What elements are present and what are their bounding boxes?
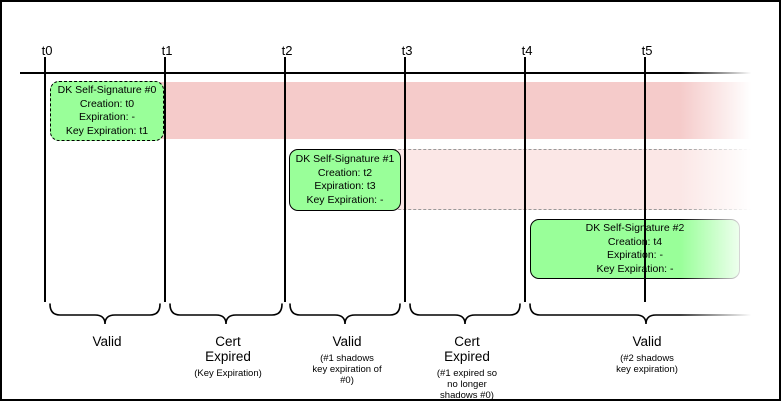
brace-segment-1 xyxy=(169,303,283,325)
tick-label-t1: t1 xyxy=(161,43,173,58)
signature-2-creation: Creation: t4 xyxy=(607,235,663,248)
tick-line-t4 xyxy=(524,57,526,302)
signature-box-0: DK Self-Signature #0 Creation: t0 Expira… xyxy=(50,81,164,141)
tick-line-t5 xyxy=(644,57,646,302)
time-axis xyxy=(20,72,764,74)
segment-label-cert-expired-2: Cert Expired (#1 expired so no longer sh… xyxy=(397,334,537,401)
segment-label-cert-expired-1: Cert Expired (Key Expiration) xyxy=(158,334,298,379)
tick-label-t5: t5 xyxy=(641,43,653,58)
segment-1-label-line-1: Cert xyxy=(215,334,241,349)
tick-line-t2 xyxy=(284,57,286,302)
segment-3-note-line-2: no longer xyxy=(447,379,487,390)
segment-label-valid-1: Valid xyxy=(37,334,177,349)
segment-4-note-line-1: (#2 shadows xyxy=(620,353,674,364)
segment-1-note: (Key Expiration) xyxy=(194,368,262,379)
signature-2-key-expiration: Key Expiration: - xyxy=(596,262,674,275)
tick-label-t2: t2 xyxy=(281,43,293,58)
segment-2-note-line-2: key expiration of xyxy=(312,364,382,375)
tick-line-t3 xyxy=(404,57,406,302)
segment-4-note-line-2: key expiration) xyxy=(616,364,678,375)
signature-1-expiration: Expiration: t3 xyxy=(314,180,376,192)
signature-1-title: DK Self-Signature #1 xyxy=(295,153,395,165)
tick-label-t3: t3 xyxy=(401,43,413,58)
segment-label-valid-3: Valid (#2 shadows key expiration) xyxy=(577,334,717,375)
segment-2-note-line-3: #0) xyxy=(340,375,354,386)
signature-1-creation: Creation: t2 xyxy=(317,166,373,179)
signature-box-2: DK Self-Signature #2 Creation: t4 Expira… xyxy=(530,219,740,279)
tick-label-t4: t4 xyxy=(521,43,533,58)
brace-segment-2 xyxy=(289,303,401,325)
signature-0-expiration: Expiration: - xyxy=(78,111,136,123)
segment-1-label-line-2: Expired xyxy=(205,349,251,364)
signature-2-expiration: Expiration: - xyxy=(606,249,664,261)
signature-0-key-expiration: Key Expiration: t1 xyxy=(65,124,149,137)
tick-line-t0 xyxy=(44,57,46,302)
segment-3-label-line-2: Expired xyxy=(444,349,490,364)
brace-segment-3 xyxy=(409,303,521,325)
tick-line-t1 xyxy=(164,57,166,302)
brace-segment-0 xyxy=(49,303,161,325)
signature-2-title: DK Self-Signature #2 xyxy=(585,222,685,234)
signature-box-1: DK Self-Signature #1 Creation: t2 Expira… xyxy=(289,149,401,211)
signature-0-creation: Creation: t0 xyxy=(79,97,135,110)
brace-segment-4 xyxy=(529,303,763,325)
segment-2-note-line-1: (#1 shadows xyxy=(320,353,374,364)
segment-3-label-line-1: Cert xyxy=(454,334,480,349)
segment-2-label: Valid xyxy=(332,334,362,349)
segment-3-note-line-1: (#1 expired so xyxy=(436,368,498,379)
signature-0-title: DK Self-Signature #0 xyxy=(57,84,157,96)
segment-4-label: Valid xyxy=(632,334,662,349)
tick-label-t0: t0 xyxy=(41,43,53,58)
signature-1-key-expiration: Key Expiration: - xyxy=(306,193,384,206)
segment-label-valid-2: Valid (#1 shadows key expiration of #0) xyxy=(277,334,417,386)
segment-0-label: Valid xyxy=(92,334,122,349)
segment-3-note-line-3: shadows #0) xyxy=(440,390,494,401)
